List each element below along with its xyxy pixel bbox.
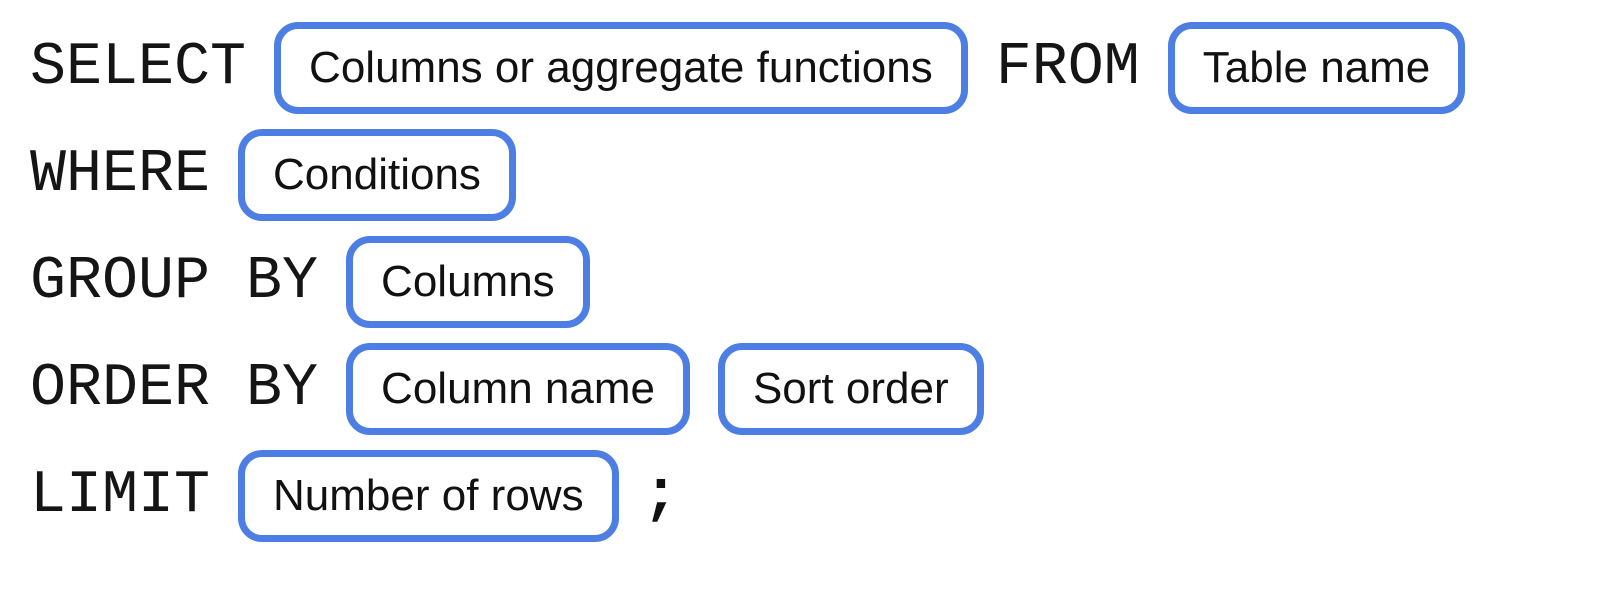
placeholder-box: Conditions — [238, 129, 516, 221]
placeholder-box: Sort order — [717, 343, 984, 435]
clause-row-limit: LIMIT Number of rows; — [30, 450, 1600, 542]
placeholder-box: Table name — [1167, 22, 1466, 114]
sql-keyword: SELECT — [30, 34, 247, 102]
clause-row-group-by: GROUP BY Columns — [30, 236, 1600, 328]
clause-row-where: WHERE Conditions — [30, 129, 1600, 221]
sql-keyword: LIMIT — [30, 462, 211, 530]
clause-row-select-from: SELECT Columns or aggregate functions FROM… — [30, 22, 1600, 114]
sql-keyword: WHERE — [30, 141, 211, 209]
sql-keyword: ORDER BY — [30, 355, 319, 423]
statement-terminator: ; — [642, 462, 679, 530]
clause-row-order-by: ORDER BY Column name Sort order — [30, 343, 1600, 435]
placeholder-box: Number of rows — [238, 450, 619, 542]
sql-keyword: GROUP BY — [30, 248, 319, 316]
placeholder-box: Columns — [346, 236, 590, 328]
sql-syntax-diagram: SELECT Columns or aggregate functions FROM… — [30, 22, 1600, 542]
placeholder-box: Column name — [346, 343, 690, 435]
placeholder-box: Columns or aggregate functions — [274, 22, 968, 114]
sql-keyword: FROM — [995, 34, 1140, 102]
